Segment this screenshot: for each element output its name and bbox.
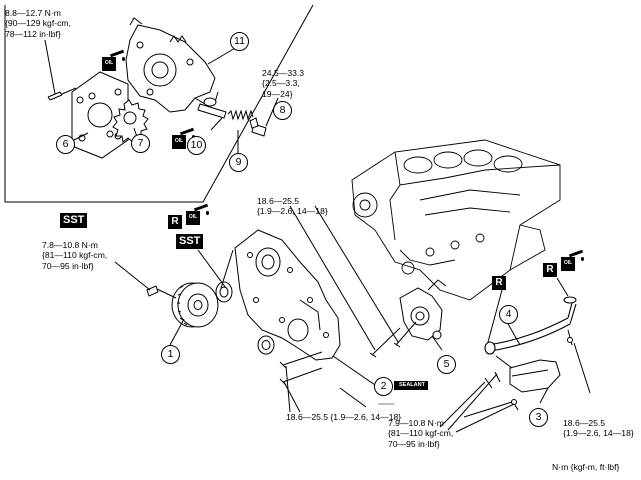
torque-line: {81—110 kgf-cm, xyxy=(42,250,108,261)
torque-line: {1.9—2.6, 14—18} xyxy=(563,428,634,439)
inset-border xyxy=(4,4,314,203)
callout-9: 9 xyxy=(229,153,248,172)
torque-spec-pipe-bolt: 18.6—25.5 {1.9—2.6, 14—18} xyxy=(563,418,634,439)
leader xyxy=(44,39,56,95)
oil-pump-body xyxy=(125,17,219,113)
sst-badge: SST xyxy=(176,234,204,249)
torque-spec-strainer-bolts: 7.9—10.8 N·m {81—110 kgf-cm, 70—95 in·lb… xyxy=(388,418,453,449)
torque-line: {81—110 kgf-cm, xyxy=(388,428,454,439)
relief-valve xyxy=(197,103,267,137)
callout-7: 7 xyxy=(131,134,150,153)
callout-10: 10 xyxy=(187,136,206,155)
torque-spec-front-cover-bolts: 18.6—25.5 {1.9—2.6, 14—18} xyxy=(286,412,401,422)
oil-can-icon: OIL xyxy=(102,49,125,72)
replace-badge: R xyxy=(168,215,182,229)
torque-spec-pulley-bolt: 7.8—10.8 N·m {81—110 kgf-cm, 70—95 in·lb… xyxy=(42,240,107,271)
torque-line: 18.6—25.5 xyxy=(257,196,300,206)
torque-line: {90—129 kgf-cm, xyxy=(5,18,71,29)
cylinder-block xyxy=(351,139,561,301)
oil-pump-assembly xyxy=(399,279,447,341)
torque-line: 7.9—10.8 N·m xyxy=(388,418,444,428)
oil-can-icon: OIL xyxy=(561,249,584,272)
replace-badge: R xyxy=(543,263,557,277)
units-note: N·m {kgf-m, ft·lbf} xyxy=(552,462,620,472)
callout-4: 4 xyxy=(499,305,518,324)
torque-line: 24.5—33.3 xyxy=(262,68,305,78)
callout-1: 1 xyxy=(161,345,180,364)
crankshaft-pulley xyxy=(171,282,219,328)
sst-badge: SST xyxy=(60,213,88,228)
torque-line: {2.5—3.3, xyxy=(262,78,300,89)
pulley-bolt xyxy=(146,285,177,299)
front-oil-seal xyxy=(215,281,233,303)
callout-11: 11 xyxy=(230,32,249,51)
torque-line: 18.6—25.5 xyxy=(563,418,606,428)
oil-can-text: OIL xyxy=(104,60,114,66)
callout-6: 6 xyxy=(56,135,75,154)
oil-can-text: OIL xyxy=(563,260,573,266)
oil-pipe xyxy=(484,302,577,355)
torque-spec-relief-plug: 24.5—33.3 {2.5—3.3, 19—24} xyxy=(262,68,304,99)
torque-line: 18.6—25.5 {1.9—2.6, 14—18} xyxy=(286,412,402,422)
replace-badge: R xyxy=(492,276,506,290)
callout-8: 8 xyxy=(273,101,292,120)
torque-spec-pump-mount-bolts: 18.6—25.5 {1.9—2.6, 14—18} xyxy=(257,196,328,217)
torque-line: 8.8—12.7 N·m xyxy=(5,8,61,18)
torque-spec-pump-cover-bolt: 8.8—12.7 N·m {90—129 kgf-cm, 78—112 in·l… xyxy=(5,8,71,39)
torque-line: {1.9—2.6, 14—18} xyxy=(257,206,328,217)
callout-3: 3 xyxy=(529,408,548,427)
rear-oil-seal xyxy=(257,335,275,355)
cover-bolt xyxy=(47,87,77,101)
torque-line: 19—24} xyxy=(262,88,293,99)
oil-can-text: OIL xyxy=(188,214,198,220)
oil-can-text: OIL xyxy=(174,138,184,144)
sealant-tube-icon: SEALANT xyxy=(394,381,428,390)
torque-line: 70—95 in·lbf} xyxy=(42,260,94,271)
callout-5: 5 xyxy=(437,355,456,374)
oil-can-icon: OIL xyxy=(186,203,209,226)
engine-front-cover xyxy=(234,229,341,361)
torque-line: 78—112 in·lbf} xyxy=(5,28,61,39)
oil-strainer xyxy=(495,355,561,393)
gasket xyxy=(563,296,577,304)
torque-line: 7.8—10.8 N·m xyxy=(42,240,98,250)
torque-line: 70—95 in·lbf} xyxy=(388,438,440,449)
callout-2: 2 xyxy=(374,377,393,396)
